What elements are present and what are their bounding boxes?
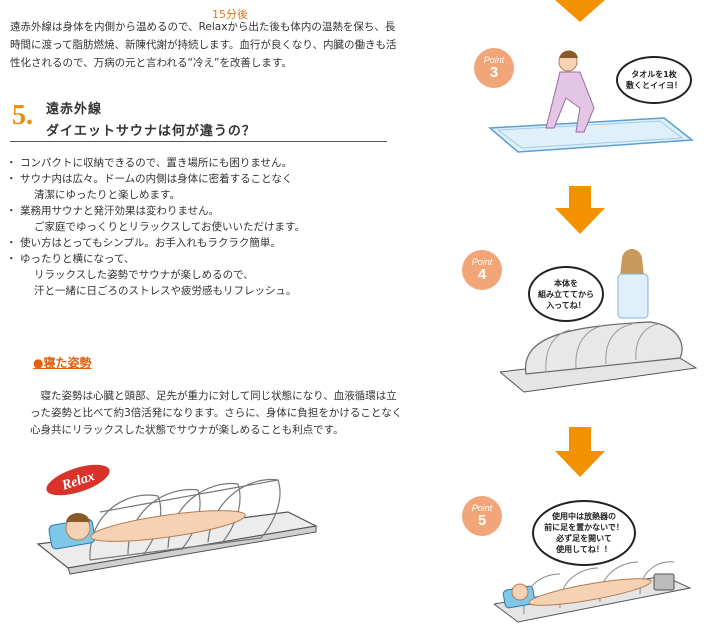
lying-sauna-illustration: Relax: [36, 462, 318, 575]
point-3-bubble: タオルを1枚 敷くとイイヨ！: [616, 56, 692, 104]
point-4-illustration: [500, 249, 698, 393]
feature-list: コンパクトに収納できるので、置き場所にも困りません。 サウナ内は広々。ドームの内…: [6, 155, 410, 299]
relax-logo: Relax: [44, 462, 112, 498]
section-title-line2: ダイエットサウナは何が違うの？: [46, 124, 256, 139]
section-number: 5.: [12, 100, 33, 131]
list-item: ゆったりと横になって、リラックスした姿勢でサウナが楽しめるので、汗と一緒に日ごろ…: [6, 251, 410, 299]
section-divider: [10, 141, 387, 142]
point-4-bubble: 本体を 組み立ててから 入ってね！: [528, 266, 604, 322]
lying-posture-heading: ●寝た姿勢: [33, 356, 92, 370]
list-item: コンパクトに収納できるので、置き場所にも困りません。: [6, 155, 410, 171]
down-arrow-icon: [555, 186, 605, 234]
point-3-illustration: [488, 50, 694, 153]
intro-paragraph: 遠赤外線は身体を内側から温めるので、Relaxから出た後も体内の温熱を保ち、長時…: [10, 21, 397, 69]
left-column: 15分後 遠赤外線は身体を内側から温めるので、Relaxから出た後も体内の温熱を…: [0, 0, 420, 633]
list-item: 使い方はとってもシンプル。お手入れもラクラク簡単。: [6, 235, 410, 251]
point-5-illustration: [494, 561, 692, 623]
section-title-line1: 遠赤外線: [46, 102, 103, 117]
point-5-bubble: 使用中は放熱器の 前に足を置かないで！ 必ず足を開いて 使用してね！！: [532, 500, 636, 566]
time-label: 15分後: [212, 8, 248, 21]
list-item: 業務用サウナと発汗効果は変わりません。ご家庭でゆっくりとリラックスしてお使いいた…: [6, 203, 410, 235]
lying-posture-body: 寝た姿勢は心臓と頭部、足先が重力に対して同じ状態になり、血液循環は立った姿勢と比…: [30, 390, 403, 436]
down-arrow-icon: [555, 0, 605, 22]
down-arrow-icon: [555, 427, 605, 477]
